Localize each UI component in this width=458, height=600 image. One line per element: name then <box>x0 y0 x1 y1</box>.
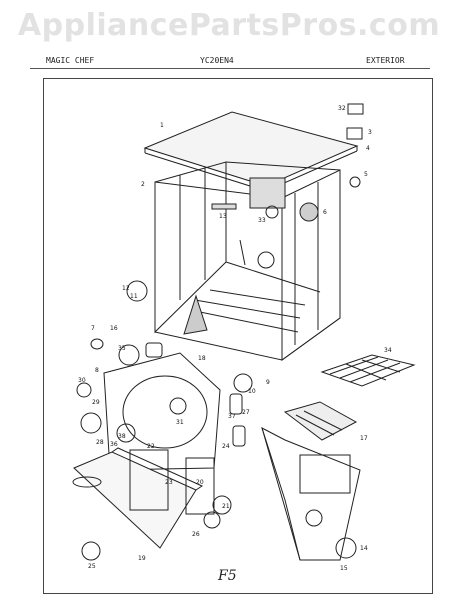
page-mark: F5 <box>218 568 237 584</box>
callout-38: 38 <box>118 433 126 440</box>
callout-15: 15 <box>340 565 348 572</box>
callout-9: 9 <box>266 379 270 386</box>
drying-rack <box>320 354 416 387</box>
callout-26: 26 <box>192 531 200 538</box>
callout-4: 4 <box>366 145 370 152</box>
callout-24: 24 <box>222 443 230 450</box>
lint-screen <box>283 401 358 441</box>
callout-19: 19 <box>138 555 146 562</box>
exhaust-duct <box>261 427 361 561</box>
callout-31: 31 <box>176 419 184 426</box>
callout-23: 23 <box>165 479 173 486</box>
callout-32: 32 <box>338 105 346 112</box>
cabinet-body <box>154 161 227 334</box>
callout-2: 2 <box>141 181 145 188</box>
callout-16: 16 <box>110 325 118 332</box>
callout-33: 33 <box>258 217 266 224</box>
callout-12: 12 <box>122 285 130 292</box>
callout-7: 7 <box>91 325 95 332</box>
callout-10: 10 <box>248 388 256 395</box>
door-panel <box>73 451 197 549</box>
brand-label: MAGIC CHEF <box>46 56 95 65</box>
diagram-frame <box>43 78 433 594</box>
callout-13: 13 <box>219 213 227 220</box>
callout-6: 6 <box>323 209 327 216</box>
model-label: YC20EN4 <box>200 56 234 65</box>
callout-22: 22 <box>147 443 155 450</box>
callout-30: 30 <box>78 377 86 384</box>
callout-17: 17 <box>360 435 368 442</box>
callout-37: 37 <box>228 413 236 420</box>
callout-35: 35 <box>118 345 126 352</box>
callout-18: 18 <box>198 355 206 362</box>
callout-3: 3 <box>368 129 372 136</box>
top-panel <box>143 111 359 187</box>
callout-20: 20 <box>196 479 204 486</box>
front-bulkhead <box>103 352 221 471</box>
callout-27: 27 <box>242 409 250 416</box>
site-watermark: AppliancePartsPros.com <box>17 8 441 43</box>
callout-8: 8 <box>95 367 99 374</box>
callout-14: 14 <box>360 545 368 552</box>
header-rule <box>30 68 430 69</box>
callout-34: 34 <box>384 347 392 354</box>
callout-36: 36 <box>110 441 118 448</box>
callout-1: 1 <box>160 122 164 129</box>
callout-28: 28 <box>96 439 104 446</box>
callout-5: 5 <box>364 171 368 178</box>
callout-21: 21 <box>222 503 230 510</box>
callout-11: 11 <box>130 293 138 300</box>
callout-29: 29 <box>92 399 100 406</box>
diagram-header: MAGIC CHEF YC20EN4 EXTERIOR <box>30 56 430 68</box>
callout-25: 25 <box>88 563 96 570</box>
section-label: EXTERIOR <box>366 56 405 65</box>
cabinet-right-side <box>281 169 341 361</box>
